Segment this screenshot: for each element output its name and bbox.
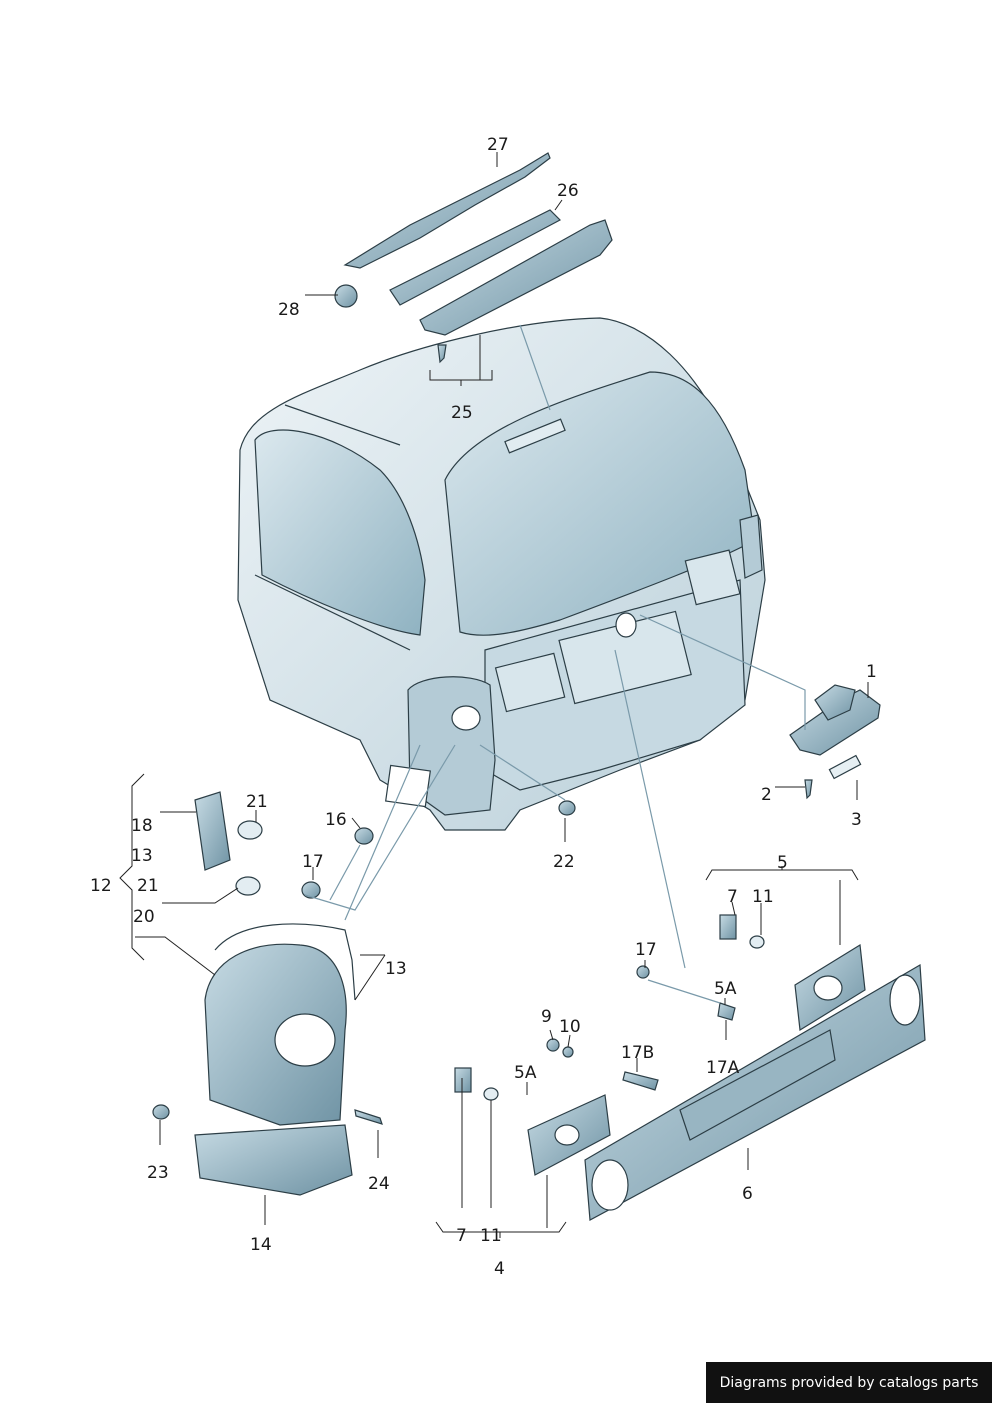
callout-11-left: 11 (480, 1226, 502, 1246)
vehicle-rear-body (237, 317, 766, 831)
callout-22: 22 (553, 852, 575, 872)
callout-17-b: 17 (635, 940, 657, 960)
callout-1: 1 (866, 662, 877, 682)
callout-23: 23 (147, 1163, 169, 1183)
callout-12: 12 (90, 876, 112, 896)
callout-14: 14 (250, 1235, 272, 1255)
callout-7-right: 7 (727, 887, 738, 907)
callout-13-b: 13 (385, 959, 407, 979)
callout-13-a: 13 (131, 846, 153, 866)
callout-5A-right: 5A (714, 979, 737, 999)
callout-4: 4 (494, 1259, 505, 1279)
callout-18: 18 (131, 816, 153, 836)
callout-9: 9 (541, 1007, 552, 1027)
callout-21-b: 21 (137, 876, 159, 896)
callout-5A-left: 5A (514, 1063, 537, 1083)
license-plate-trim-assembly (454, 914, 926, 1221)
callout-3: 3 (851, 810, 862, 830)
callout-labels: 27 26 28 25 1 2 3 5 7 11 17 5A 17A 6 9 1… (90, 135, 877, 1279)
credit-banner: Diagrams provided by catalogs parts (706, 1362, 992, 1403)
callout-24: 24 (368, 1174, 390, 1194)
rear-lock-assembly (789, 684, 881, 800)
leader-lines (119, 152, 869, 1238)
callout-10: 10 (559, 1017, 581, 1037)
callout-21-a: 21 (246, 792, 268, 812)
callout-17A: 17A (706, 1058, 740, 1078)
callout-5: 5 (777, 853, 788, 873)
callout-11-right: 11 (752, 887, 774, 907)
callout-7-left: 7 (456, 1226, 467, 1246)
callout-17B: 17B (621, 1043, 654, 1063)
high-mount-brake-light-assembly (334, 152, 613, 364)
callout-2: 2 (761, 785, 772, 805)
callout-28: 28 (278, 300, 300, 320)
callout-20: 20 (133, 907, 155, 927)
callout-16: 16 (325, 810, 347, 830)
callout-26: 26 (557, 181, 579, 201)
callout-6: 6 (742, 1184, 753, 1204)
callout-25: 25 (451, 403, 473, 423)
tail-light-assembly (152, 791, 576, 1196)
reference-lines (304, 324, 806, 1004)
callout-17-a: 17 (302, 852, 324, 872)
callout-27: 27 (487, 135, 509, 155)
